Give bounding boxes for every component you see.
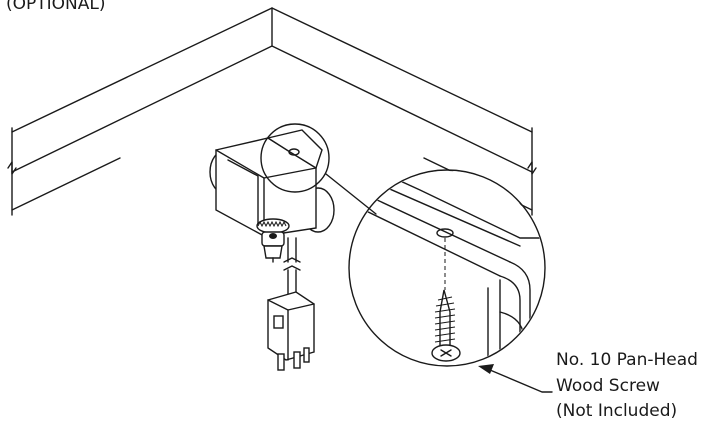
screw-label-line2: Wood Screw	[556, 376, 660, 396]
plug-icon	[267, 291, 315, 371]
power-cord	[283, 237, 301, 297]
wood-screw-icon	[431, 289, 461, 362]
mounting-bracket-box	[209, 129, 335, 263]
screw-leader	[478, 364, 553, 393]
screw-label-line1: No. 10 Pan-Head	[556, 350, 698, 370]
optional-caption: (OPTIONAL)	[6, 0, 106, 14]
screw-label-line3: (Not Included)	[556, 401, 678, 421]
